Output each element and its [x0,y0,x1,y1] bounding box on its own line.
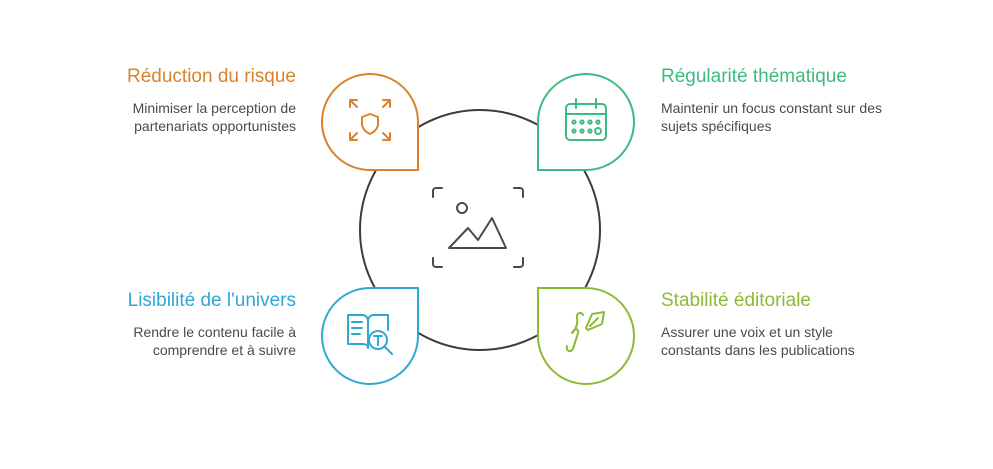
title-theme: Régularité thématique [661,66,847,87]
desc-univers: Rendre le contenu facile à comprendre et… [133,324,296,358]
desc-edito: Assurer une voix et un style constants d… [661,324,855,358]
bubble-edito [537,287,635,385]
calendar-icon [565,98,607,141]
shield-compress-icon [349,99,391,141]
book-search-icon [347,314,393,355]
desc-risk: Minimiser la perception de partenariats … [132,100,296,134]
bubble-theme [537,73,635,171]
pen-nib-icon [565,311,605,353]
image-placeholder-icon [432,187,524,268]
desc-theme: Maintenir un focus constant sur des suje… [661,100,883,134]
title-univers: Lisibilité de l'univers [127,290,296,311]
bubble-risk [321,73,419,171]
title-risk: Réduction du risque [127,66,296,87]
title-edito: Stabilité éditoriale [661,290,811,311]
